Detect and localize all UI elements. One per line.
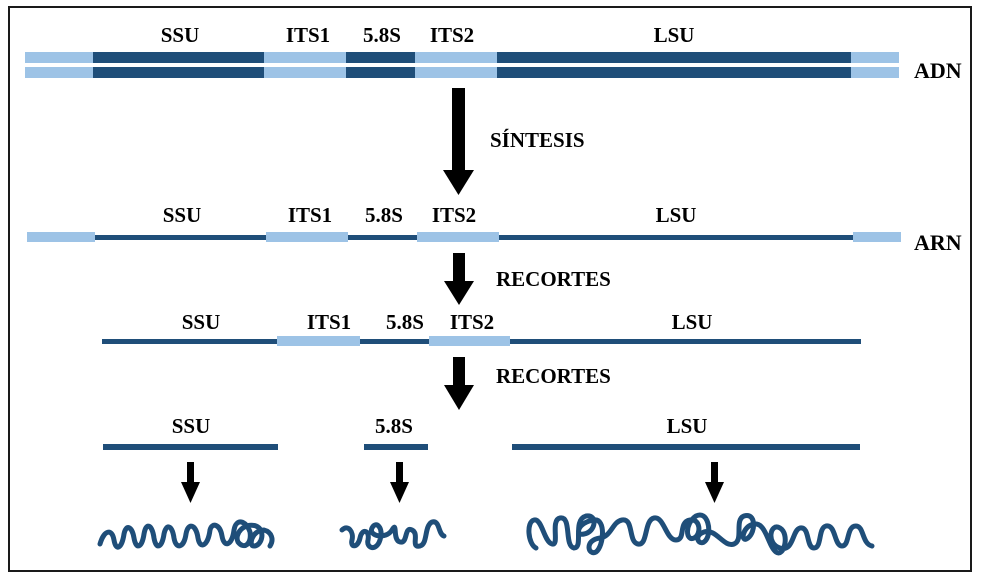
final-label-lsu: LSU [667, 414, 708, 438]
dna-top-5-flank [25, 52, 93, 63]
proc-lsu [510, 339, 861, 344]
final-label-58s: 5.8S [375, 414, 413, 438]
final-lsu-bar [512, 444, 860, 450]
proc-its1 [277, 336, 360, 346]
rna-3-flank [853, 232, 901, 242]
proc-its2 [429, 336, 510, 346]
diagram-frame [8, 6, 972, 572]
folded-rna-icon [97, 519, 275, 550]
rna-ssu [95, 235, 266, 240]
dna-top-ssu [93, 52, 264, 63]
final-ssu-bar [103, 444, 278, 450]
dna-label-58s: 5.8S [363, 23, 401, 47]
final-58s-bar [364, 444, 428, 450]
dna-bottom-58s [346, 67, 415, 78]
rna-58s [348, 235, 417, 240]
dna-top-its1 [264, 52, 346, 63]
rna-its1 [266, 232, 348, 242]
rna-5-flank [27, 232, 95, 242]
rna-its2 [417, 232, 499, 242]
step-sintesis-label: SÍNTESIS [490, 128, 585, 152]
dna-label-ssu: SSU [161, 23, 200, 47]
dna-bottom-its1 [264, 67, 346, 78]
proc-label-58s: 5.8S [386, 310, 424, 334]
dna-top-3-flank [851, 52, 899, 63]
rna-lsu [499, 235, 853, 240]
dna-label-lsu: LSU [654, 23, 695, 47]
proc-58s [360, 339, 429, 344]
dna-strands [25, 52, 899, 78]
down-arrow-icon [444, 253, 474, 305]
dna-bottom-its2 [415, 67, 497, 78]
dna-side-label: ADN [914, 58, 962, 83]
folded-rna-icon [339, 519, 447, 550]
final-label-ssu: SSU [172, 414, 211, 438]
down-arrow-icon [390, 462, 409, 503]
rna-label-58s: 5.8S [365, 203, 403, 227]
down-arrow-icon [705, 462, 724, 503]
proc-label-its1: ITS1 [307, 310, 351, 334]
folded-rna-icon [526, 512, 875, 556]
dna-label-its2: ITS2 [430, 23, 474, 47]
proc-label-ssu: SSU [182, 310, 221, 334]
step-recortes-2-label: RECORTES [496, 364, 611, 388]
dna-label-its1: ITS1 [286, 23, 330, 47]
proc-ssu [102, 339, 277, 344]
rna-label-its1: ITS1 [288, 203, 332, 227]
dna-bottom-5-flank [25, 67, 93, 78]
processed-precursor [102, 336, 861, 346]
down-arrow-icon [444, 357, 474, 410]
dna-bottom-lsu [497, 67, 851, 78]
down-arrow-icon [181, 462, 200, 503]
dna-bottom-ssu [93, 67, 264, 78]
rna-transcript [27, 232, 901, 242]
dna-top-58s [346, 52, 415, 63]
proc-label-its2: ITS2 [450, 310, 494, 334]
rna-label-ssu: SSU [163, 203, 202, 227]
rna-label-its2: ITS2 [432, 203, 476, 227]
proc-label-lsu: LSU [672, 310, 713, 334]
dna-bottom-3-flank [851, 67, 899, 78]
dna-top-its2 [415, 52, 497, 63]
down-arrow-icon [443, 88, 474, 195]
rna-side-label: ARN [914, 230, 962, 255]
dna-top-lsu [497, 52, 851, 63]
step-recortes-1-label: RECORTES [496, 267, 611, 291]
rna-label-lsu: LSU [656, 203, 697, 227]
